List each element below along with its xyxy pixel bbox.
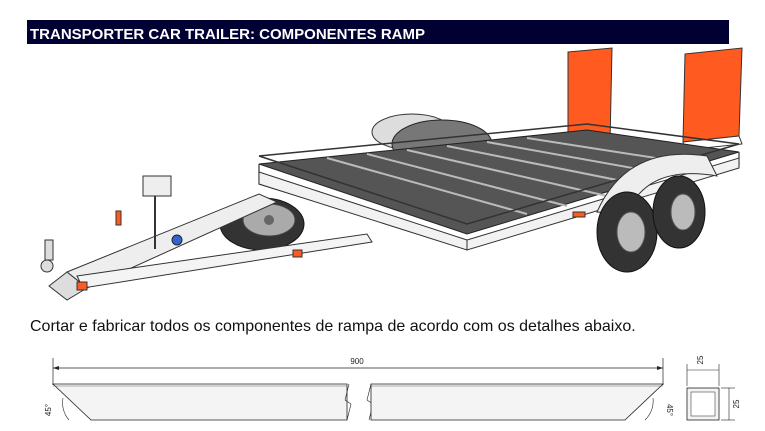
instruction-text: Cortar e fabricar todos os componentes d… [30, 318, 636, 335]
section-height-label: 25 [732, 399, 741, 408]
ramp-piece-left [51, 383, 348, 421]
ramp-piece-right [370, 383, 665, 421]
angle-right-label: 45° [665, 404, 674, 416]
angle-left-label: 45° [44, 404, 53, 416]
page-title: TRANSPORTER CAR TRAILER: COMPONENTES RAM… [27, 20, 729, 44]
ramp-right [682, 47, 743, 143]
length-label: 900 [350, 357, 364, 366]
trailer-illustration [40, 47, 743, 301]
section-width-label: 25 [696, 355, 705, 364]
ramp-component-drawing: 900 45° 45° 25 25 [44, 355, 741, 421]
jockey-wheel [142, 175, 172, 197]
